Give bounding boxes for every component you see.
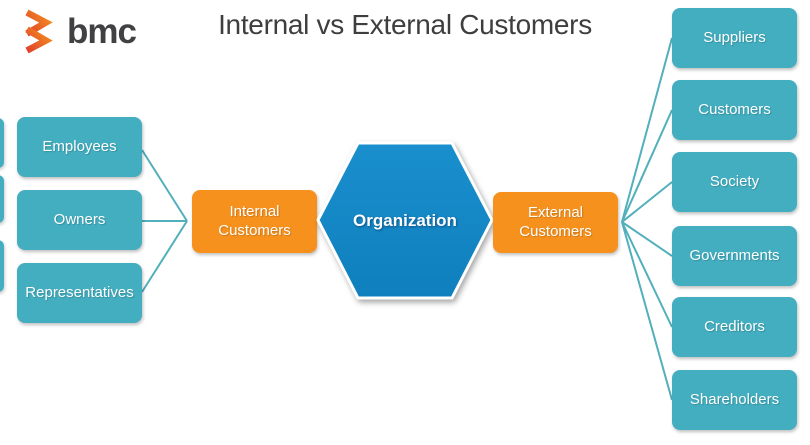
internal-customers-hub: Internal Customers	[192, 190, 317, 253]
connector-line	[621, 221, 673, 257]
group-label: Shareholders	[689, 390, 780, 408]
group-box-suppliers: Suppliers	[672, 8, 797, 68]
group-label: Customers	[698, 100, 771, 118]
group-label: Representatives	[25, 283, 134, 301]
page-title: Internal vs External Customers	[218, 9, 592, 40]
organization-hexagon	[316, 141, 494, 300]
bmc-chevrons-icon	[25, 9, 53, 54]
external-customers-hub: External Customers	[493, 192, 618, 253]
group-box-shareholders: Shareholders	[672, 370, 797, 430]
hexagon-shape	[316, 141, 494, 300]
group-box-representatives: Representatives	[17, 263, 142, 323]
group-label: Suppliers	[703, 28, 766, 46]
connector-line	[141, 220, 188, 293]
group-label: Society	[709, 172, 760, 190]
group-box-customers: Customers	[672, 80, 797, 140]
connector-line	[621, 109, 673, 223]
group-label: Governments	[689, 246, 780, 264]
connector-line	[141, 149, 188, 222]
edge-clipped-box	[0, 118, 4, 168]
hub-label: Internal Customers	[218, 202, 291, 239]
connector-line	[621, 181, 673, 223]
connector-line	[621, 221, 673, 401]
edge-clipped-box	[0, 175, 4, 223]
group-box-society: Society	[672, 152, 797, 212]
group-label: Employees	[42, 137, 117, 155]
organization-label: Organization	[353, 210, 457, 230]
brand-name: bmc	[67, 12, 137, 51]
connector-line	[621, 221, 673, 328]
group-box-governments: Governments	[672, 226, 797, 286]
group-box-owners: Owners	[17, 190, 142, 250]
group-box-creditors: Creditors	[672, 297, 797, 357]
connector-line	[621, 37, 673, 223]
group-label: Owners	[53, 210, 106, 228]
group-box-employees: Employees	[17, 117, 142, 177]
edge-clipped-box	[0, 240, 4, 292]
hub-label: External Customers	[519, 203, 592, 240]
brand-logo: bmc	[22, 8, 137, 55]
group-label: Creditors	[704, 317, 765, 335]
